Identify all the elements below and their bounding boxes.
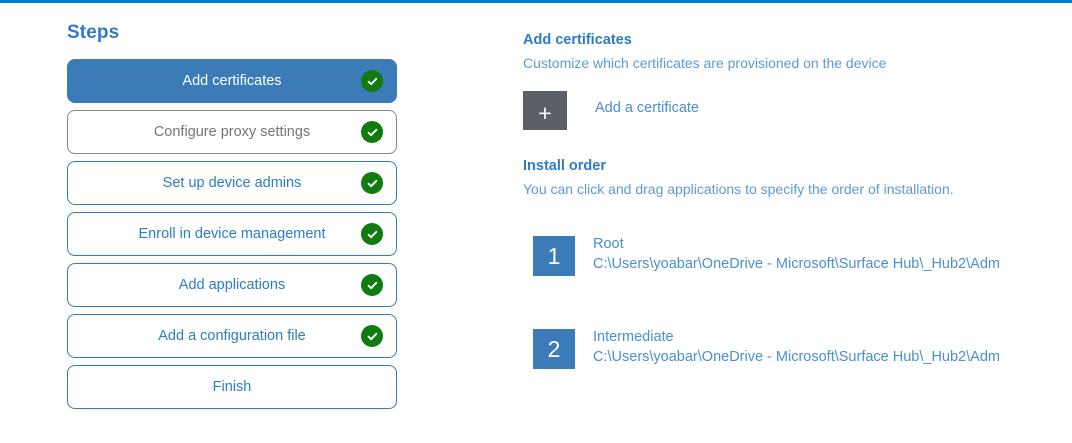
order-number-badge: 2 (533, 329, 575, 369)
add-a-certificate-link[interactable]: Add a certificate (595, 100, 699, 116)
check-circle-icon (361, 70, 383, 92)
step-label: Finish (212, 379, 252, 395)
order-number-badge: 1 (533, 236, 575, 276)
install-order-item[interactable]: 2 Intermediate C:\Users\yoabar\OneDrive … (523, 329, 1072, 369)
order-item-title: Intermediate (593, 329, 674, 345)
install-order-list: 1 Root C:\Users\yoabar\OneDrive - Micros… (523, 236, 1072, 369)
step-item-add-a-configuration-file[interactable]: Add a configuration file (67, 314, 397, 358)
steps-heading: Steps (67, 22, 120, 43)
order-item-title: Root (593, 236, 624, 252)
plus-icon[interactable]: + (523, 91, 567, 130)
step-label: Add a configuration file (158, 328, 306, 344)
step-item-configure-proxy-settings[interactable]: Configure proxy settings (67, 110, 397, 154)
step-item-finish[interactable]: Finish (67, 365, 397, 409)
steps-panel: Steps Add certificates Configure proxy s… (67, 22, 407, 416)
check-circle-icon (361, 274, 383, 296)
check-circle-icon (361, 121, 383, 143)
order-item-text: Intermediate C:\Users\yoabar\OneDrive - … (593, 327, 1072, 368)
add-certificate-row: + Add a certificate (523, 91, 1072, 130)
top-accent-bar (0, 0, 1072, 3)
order-item-path: C:\Users\yoabar\OneDrive - Microsoft\Sur… (593, 349, 1000, 365)
order-item-path: C:\Users\yoabar\OneDrive - Microsoft\Sur… (593, 256, 1000, 272)
install-order-block: Install order You can click and drag app… (523, 157, 1072, 198)
order-item-text: Root C:\Users\yoabar\OneDrive - Microsof… (593, 234, 1072, 275)
step-label: Add certificates (182, 73, 282, 89)
install-order-item[interactable]: 1 Root C:\Users\yoabar\OneDrive - Micros… (523, 236, 1072, 276)
step-label: Add applications (178, 277, 286, 293)
check-circle-icon (361, 223, 383, 245)
check-circle-icon (361, 325, 383, 347)
install-order-heading: Install order (523, 158, 606, 174)
step-label: Configure proxy settings (153, 124, 311, 140)
step-label: Set up device admins (162, 175, 302, 191)
step-item-set-up-device-admins[interactable]: Set up device admins (67, 161, 397, 205)
step-item-add-certificates[interactable]: Add certificates (67, 59, 397, 103)
step-item-enroll-in-device-management[interactable]: Enroll in device management (67, 212, 397, 256)
install-order-subtitle: You can click and drag applications to s… (523, 181, 954, 197)
check-circle-icon (361, 172, 383, 194)
add-certificates-heading: Add certificates (523, 32, 632, 48)
step-item-add-applications[interactable]: Add applications (67, 263, 397, 307)
detail-panel: Add certificates Customize which certifi… (523, 31, 1072, 422)
plus-glyph: + (538, 100, 552, 126)
step-label: Enroll in device management (138, 226, 326, 242)
add-certificates-subtitle: Customize which certificates are provisi… (523, 55, 887, 71)
